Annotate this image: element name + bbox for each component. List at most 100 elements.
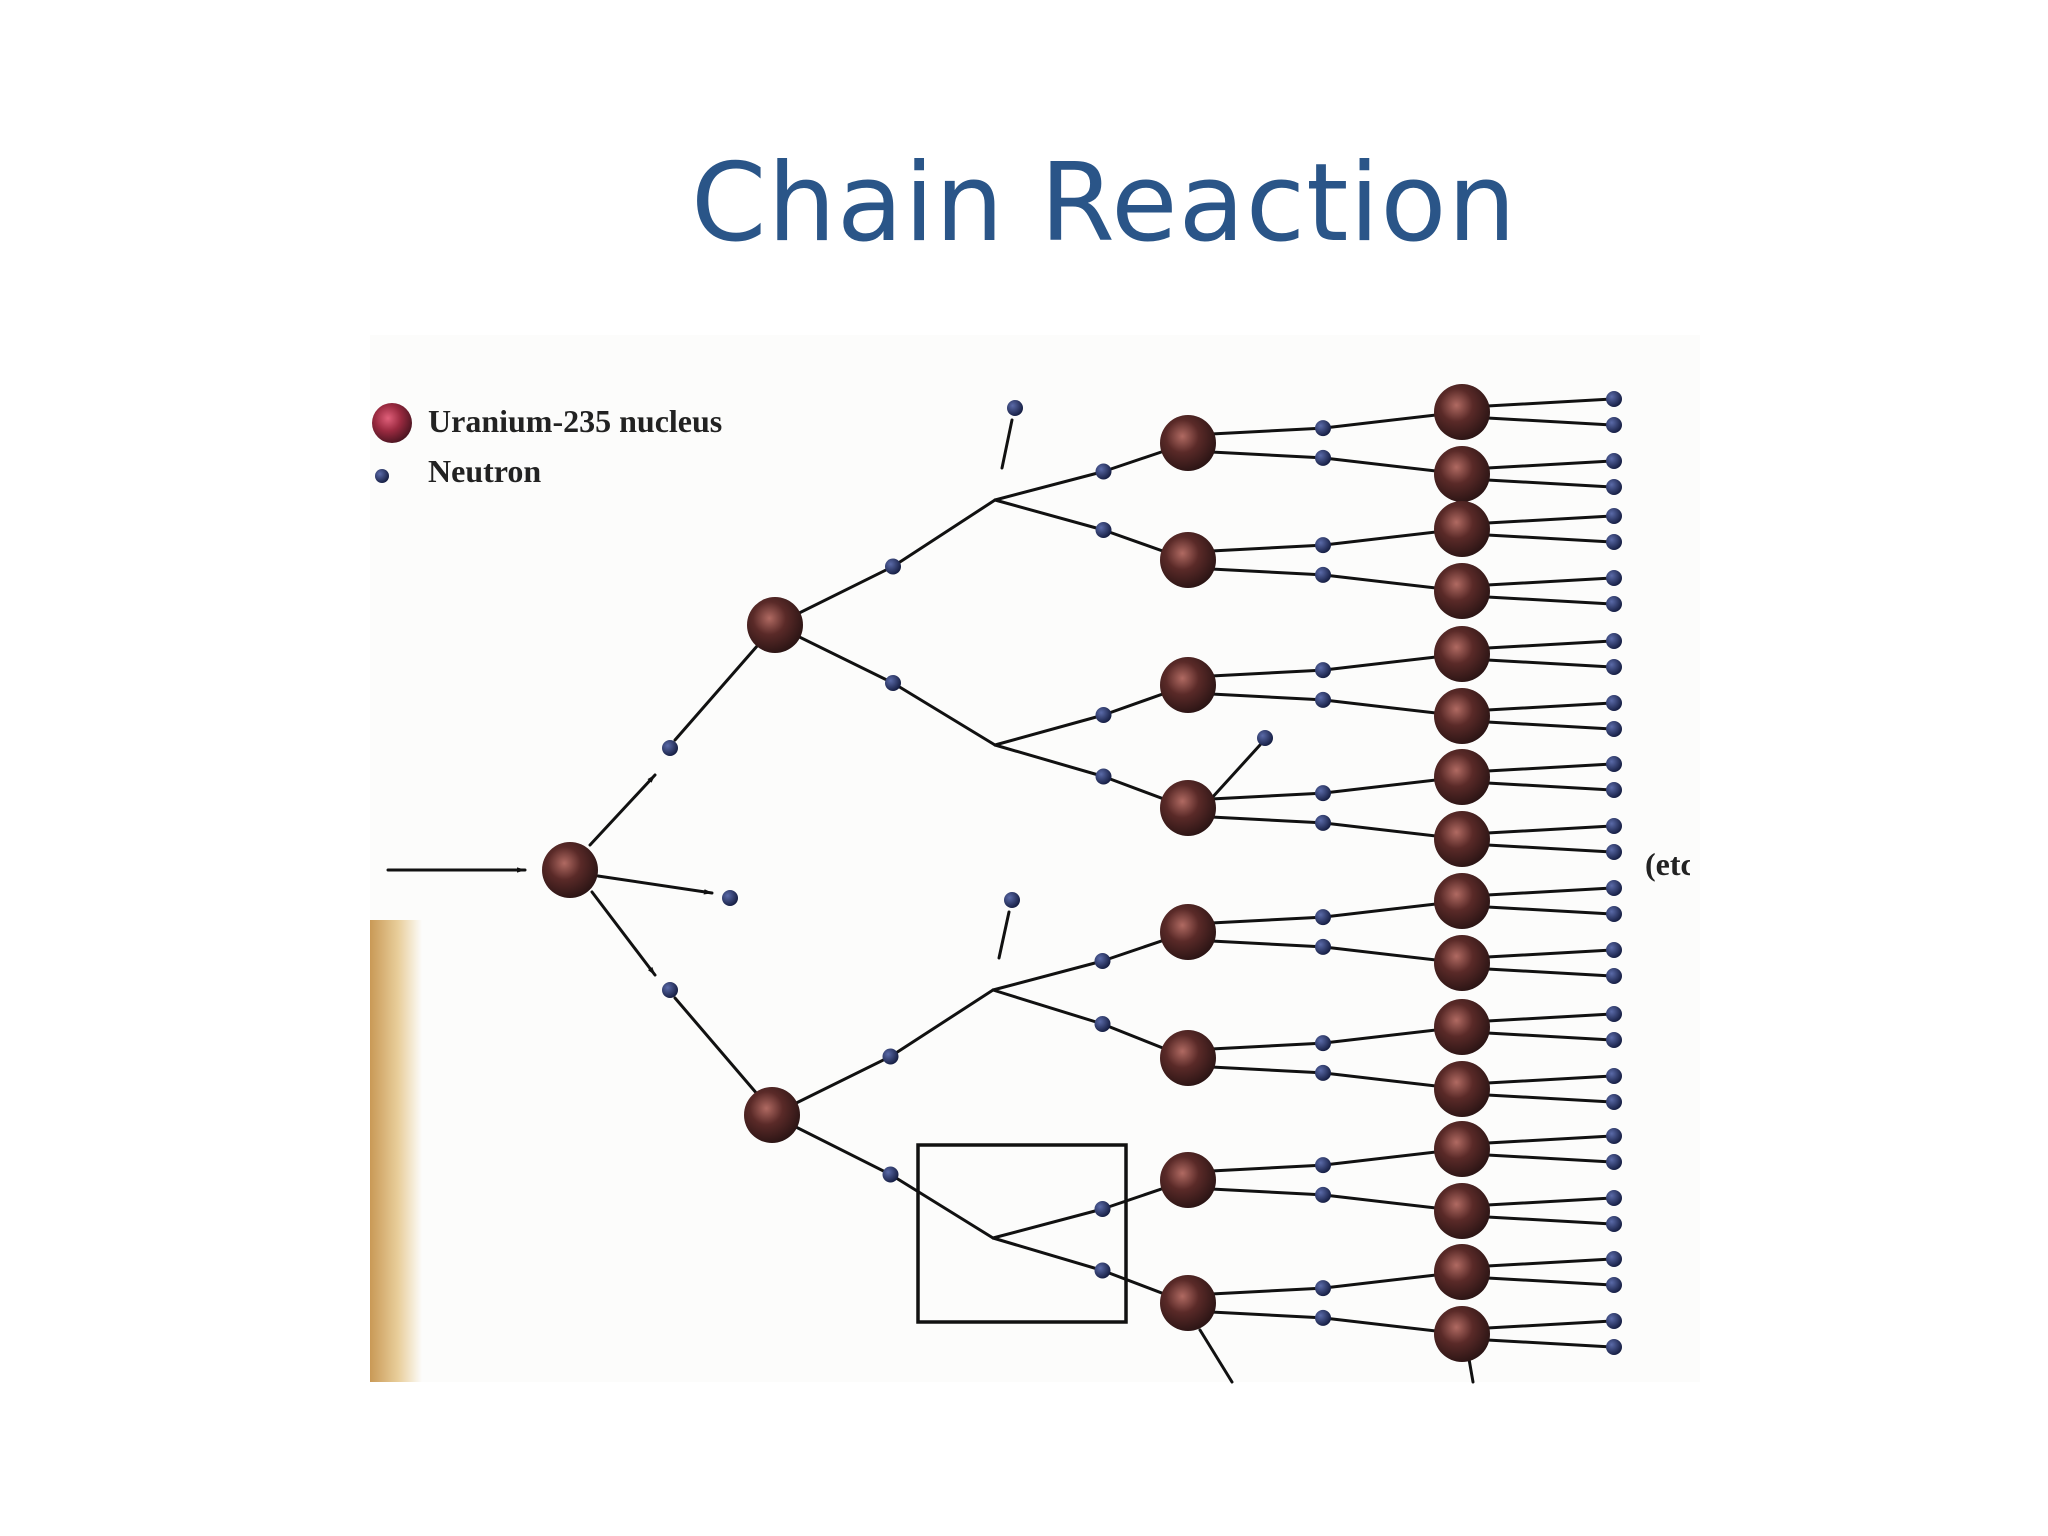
neutron xyxy=(1606,1094,1622,1110)
neutron xyxy=(1606,391,1622,407)
connector-line xyxy=(1472,904,1614,916)
connector-line xyxy=(991,959,1104,992)
neutron xyxy=(1606,880,1622,896)
connector-line xyxy=(1000,418,1014,470)
neutron xyxy=(1606,479,1622,495)
neutron xyxy=(1606,1032,1622,1048)
neutron xyxy=(1095,768,1112,785)
neutron xyxy=(1315,691,1331,708)
neutron xyxy=(722,890,738,906)
neutron xyxy=(1606,1216,1622,1232)
uranium-nucleus xyxy=(744,1087,800,1143)
uranium-nucleus xyxy=(1160,1030,1216,1086)
neutron xyxy=(1606,1128,1622,1144)
uranium-nucleus xyxy=(1434,563,1490,619)
connector-line xyxy=(1198,1328,1234,1384)
connector-line xyxy=(1472,576,1614,588)
highlight-box xyxy=(916,1143,1128,1324)
connector-line xyxy=(997,910,1011,960)
neutron xyxy=(1606,1251,1622,1267)
neutron xyxy=(662,982,678,998)
uranium-nucleus xyxy=(1434,1061,1490,1117)
neutron xyxy=(1315,1157,1331,1174)
connector-line xyxy=(1472,886,1614,898)
uranium-nucleus xyxy=(747,597,803,653)
neutron xyxy=(662,740,678,756)
connector-line xyxy=(993,743,1105,778)
uranium-nucleus xyxy=(372,403,412,443)
neutron xyxy=(1315,785,1331,802)
uranium-nucleus xyxy=(1160,415,1216,471)
neutron xyxy=(1606,695,1622,711)
uranium-nucleus xyxy=(1160,657,1216,713)
neutron xyxy=(1606,1006,1622,1022)
neutron xyxy=(1606,942,1622,958)
neutron xyxy=(1606,818,1622,834)
uranium-nucleus xyxy=(1434,501,1490,557)
connector-line xyxy=(1472,1196,1614,1208)
connector-line xyxy=(1472,657,1614,669)
connector-line xyxy=(891,498,997,568)
uranium-nucleus xyxy=(542,842,598,898)
connector-line xyxy=(991,988,1104,1026)
neutron xyxy=(1606,534,1622,550)
neutron xyxy=(1606,596,1622,612)
uranium-nucleus xyxy=(1434,999,1490,1055)
neutron xyxy=(1606,417,1622,433)
connector-line xyxy=(1472,459,1614,471)
neutron xyxy=(1606,1154,1622,1170)
neutron xyxy=(1606,1277,1622,1293)
uranium-nucleus xyxy=(1160,780,1216,836)
connector-line xyxy=(1472,1257,1614,1269)
neutron xyxy=(1315,909,1331,926)
uranium-nucleus xyxy=(1434,749,1490,805)
uranium-nucleus xyxy=(1434,446,1490,502)
connector-line xyxy=(1472,532,1614,544)
neutron xyxy=(1606,968,1622,984)
neutron xyxy=(1315,938,1331,955)
neutron xyxy=(1315,420,1331,437)
continuation-label: (etc xyxy=(1645,846,1690,882)
slide-title: Chain Reaction xyxy=(691,141,1517,266)
neutron xyxy=(1606,721,1622,737)
uranium-nucleus xyxy=(1434,1244,1490,1300)
neutron xyxy=(885,558,901,575)
connector-line xyxy=(991,1207,1104,1240)
neutron xyxy=(1606,906,1622,922)
uranium-nucleus xyxy=(1434,1121,1490,1177)
neutron xyxy=(1606,1339,1622,1355)
legend-neutron-label: Neutron xyxy=(428,453,542,489)
connector-line xyxy=(1472,397,1614,409)
neutron xyxy=(882,1166,899,1183)
uranium-nucleus xyxy=(1434,873,1490,929)
connector-line xyxy=(1472,477,1614,489)
connector-line xyxy=(1472,1337,1614,1349)
connector-line xyxy=(1472,639,1614,651)
connector-line xyxy=(889,988,995,1058)
neutron xyxy=(375,469,389,483)
neutron xyxy=(1606,1068,1622,1084)
connector-line xyxy=(1472,1074,1614,1086)
neutron xyxy=(1315,537,1331,554)
arrow-line xyxy=(596,874,714,895)
particles xyxy=(372,384,1622,1362)
neutron xyxy=(1315,662,1331,679)
connector-line xyxy=(1472,824,1614,836)
page-edge-stain xyxy=(370,920,422,1382)
uranium-nucleus xyxy=(1160,1275,1216,1331)
neutron xyxy=(1606,633,1622,649)
neutron xyxy=(1094,1016,1111,1032)
neutron xyxy=(1606,844,1622,860)
connector-line xyxy=(991,1236,1104,1272)
connector-line xyxy=(1472,415,1614,427)
neutron xyxy=(1094,1262,1111,1279)
connector-line xyxy=(1472,1134,1614,1146)
arrow-line xyxy=(590,890,657,977)
neutron xyxy=(1606,508,1622,524)
connector-line xyxy=(1472,1092,1614,1104)
connector-line xyxy=(1472,1319,1614,1331)
neutron xyxy=(1606,453,1622,469)
neutron xyxy=(1095,463,1112,480)
connector-line xyxy=(891,681,997,747)
